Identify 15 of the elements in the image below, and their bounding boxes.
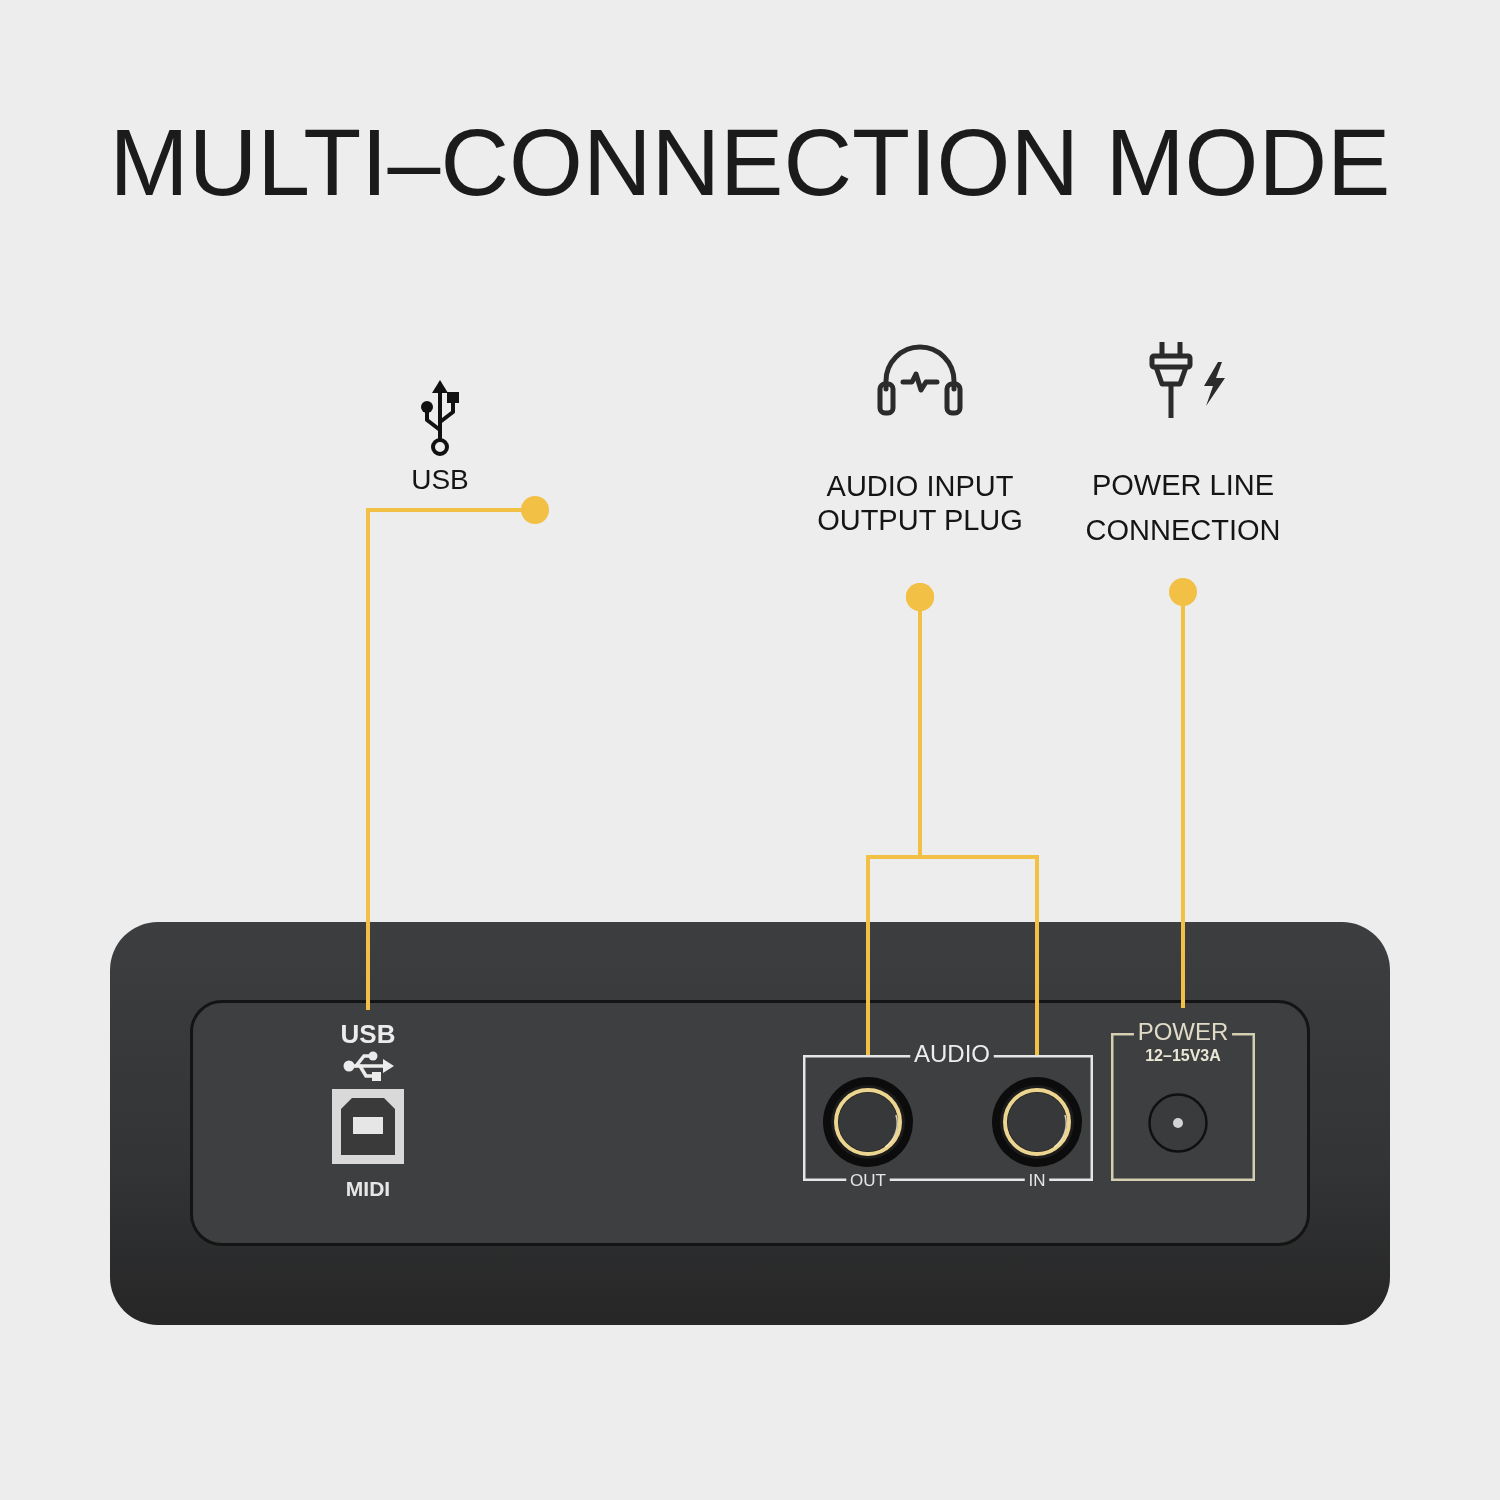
leader-line	[906, 583, 1039, 1055]
port-label: USB	[340, 1019, 396, 1049]
leader-line	[1169, 578, 1197, 1008]
jack-label: OUT	[850, 1171, 886, 1190]
callout-label: USB	[411, 464, 469, 496]
section-label: AUDIO	[914, 1041, 990, 1067]
rating-label: 12–15V3A	[1145, 1047, 1221, 1065]
callout-label: AUDIO INPUT OUTPUT PLUG	[816, 469, 1024, 537]
title: MULTI–CONNECTION MODE	[109, 108, 1391, 217]
device-panel	[110, 922, 1390, 1325]
jack-label: IN	[1028, 1171, 1046, 1190]
section-label: POWER	[1137, 1019, 1229, 1045]
leader-line	[366, 496, 549, 1010]
port-label: MIDI	[345, 1177, 391, 1201]
callout-label: POWER LINE CONNECTION	[1084, 468, 1282, 548]
